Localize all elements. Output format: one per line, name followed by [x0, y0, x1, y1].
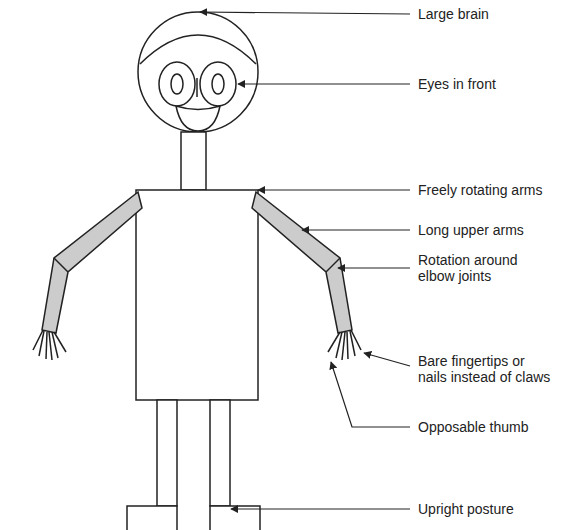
- finger-line: [39, 331, 44, 356]
- callout-label: Bare fingertips or nails instead of claw…: [418, 353, 554, 385]
- callout-label: Freely rotating arms: [418, 182, 542, 198]
- leader-line: [331, 362, 410, 427]
- finger-line: [350, 331, 355, 356]
- leader-line: [231, 508, 410, 509]
- nose-line: [196, 78, 198, 97]
- eye-outer: [159, 62, 195, 106]
- left-arm: [42, 192, 142, 333]
- callout-label: Rotation around elbow joints: [418, 252, 533, 284]
- brain-line: [140, 35, 256, 64]
- left-hand: [33, 330, 66, 360]
- finger-line: [336, 332, 342, 358]
- eye-inner: [171, 74, 183, 94]
- leader-line: [238, 83, 410, 84]
- callout-label: Upright posture: [418, 501, 514, 517]
- callout-label: Large brain: [418, 6, 489, 22]
- leader-line: [364, 353, 410, 366]
- right-leg: [210, 400, 230, 506]
- elbow-joint: [326, 258, 340, 272]
- callout-label: Opposable thumb: [418, 419, 529, 435]
- finger-line: [52, 332, 58, 358]
- elbow-joint: [54, 258, 68, 272]
- callout-label: Eyes in front: [418, 76, 496, 92]
- finger-line: [46, 332, 47, 359]
- leader-line: [338, 267, 410, 268]
- smile-mouth: [176, 106, 220, 131]
- right-hand: [328, 330, 361, 360]
- finger-line: [347, 332, 348, 359]
- finger-line: [351, 330, 361, 350]
- leader-line: [302, 229, 410, 230]
- finger-line: [49, 332, 52, 360]
- eye-inner: [212, 74, 224, 94]
- neck-rect: [181, 132, 206, 190]
- right-arm: [252, 192, 352, 333]
- leader-line: [258, 189, 410, 190]
- head-outline: [138, 12, 258, 132]
- body-rect: [136, 190, 258, 400]
- callout-label: Long upper arms: [418, 222, 524, 238]
- left-leg: [157, 400, 177, 506]
- finger-line: [342, 332, 345, 360]
- leader-line: [200, 12, 410, 14]
- eye-outer: [200, 62, 236, 106]
- finger-line: [33, 330, 43, 350]
- left-foot: [127, 506, 177, 530]
